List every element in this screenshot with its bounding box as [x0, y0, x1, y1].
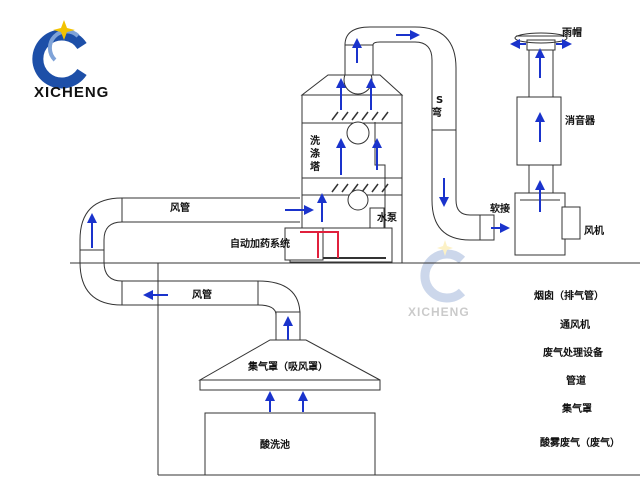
- muffler-label: 消音器: [565, 114, 596, 127]
- legend-item: 集气罩: [561, 402, 592, 415]
- s-bend-label-2: 弯: [432, 106, 442, 119]
- fan-unit: [514, 192, 581, 256]
- legend-item: 废气处理设备: [543, 346, 604, 359]
- s-bend-label-1: S: [436, 95, 443, 106]
- pickling-tank: [204, 412, 376, 476]
- pickling-tank-label: 酸洗池: [260, 438, 290, 451]
- xicheng-logo: XICHENG: [32, 20, 109, 101]
- watermark: XICHENG: [408, 240, 470, 319]
- legend-item: 通风机: [560, 318, 590, 331]
- soft-joint-label: 软接: [490, 202, 510, 215]
- tower-label-2: 涤: [310, 147, 320, 160]
- legend-item: 酸雾废气（废气）: [540, 436, 620, 449]
- watermark-text: XICHENG: [408, 305, 470, 319]
- tower-label-1: 洗: [310, 134, 320, 147]
- upper-duct-label: 风管: [170, 201, 190, 214]
- legend: 烟囱（排气管） 通风机 废气处理设备 管道 集气罩 酸雾废气（废气）: [534, 289, 620, 449]
- duct-loop: [79, 197, 301, 343]
- rain-cap-label: 雨帽: [562, 26, 582, 39]
- legend-item: 烟囱（排气管）: [534, 289, 604, 302]
- lower-duct-label: 风管: [192, 288, 212, 301]
- dosing-pipe: [300, 231, 339, 258]
- logo-mark-icon: [32, 20, 87, 89]
- hood-label: 集气罩（吸风罩）: [247, 360, 328, 373]
- water-pump-label: 水泵: [376, 211, 398, 224]
- s-bend-duct: [344, 26, 495, 241]
- brand-name: XICHENG: [34, 84, 109, 101]
- fan-label: 风机: [584, 224, 604, 237]
- legend-item: 管道: [566, 374, 586, 387]
- collection-hood: [198, 339, 381, 391]
- dosing-system-label: 自动加药系统: [230, 237, 290, 250]
- dosing-box: [284, 227, 324, 261]
- flow-arrows: [87, 30, 572, 412]
- tower-label-3: 塔: [310, 160, 321, 173]
